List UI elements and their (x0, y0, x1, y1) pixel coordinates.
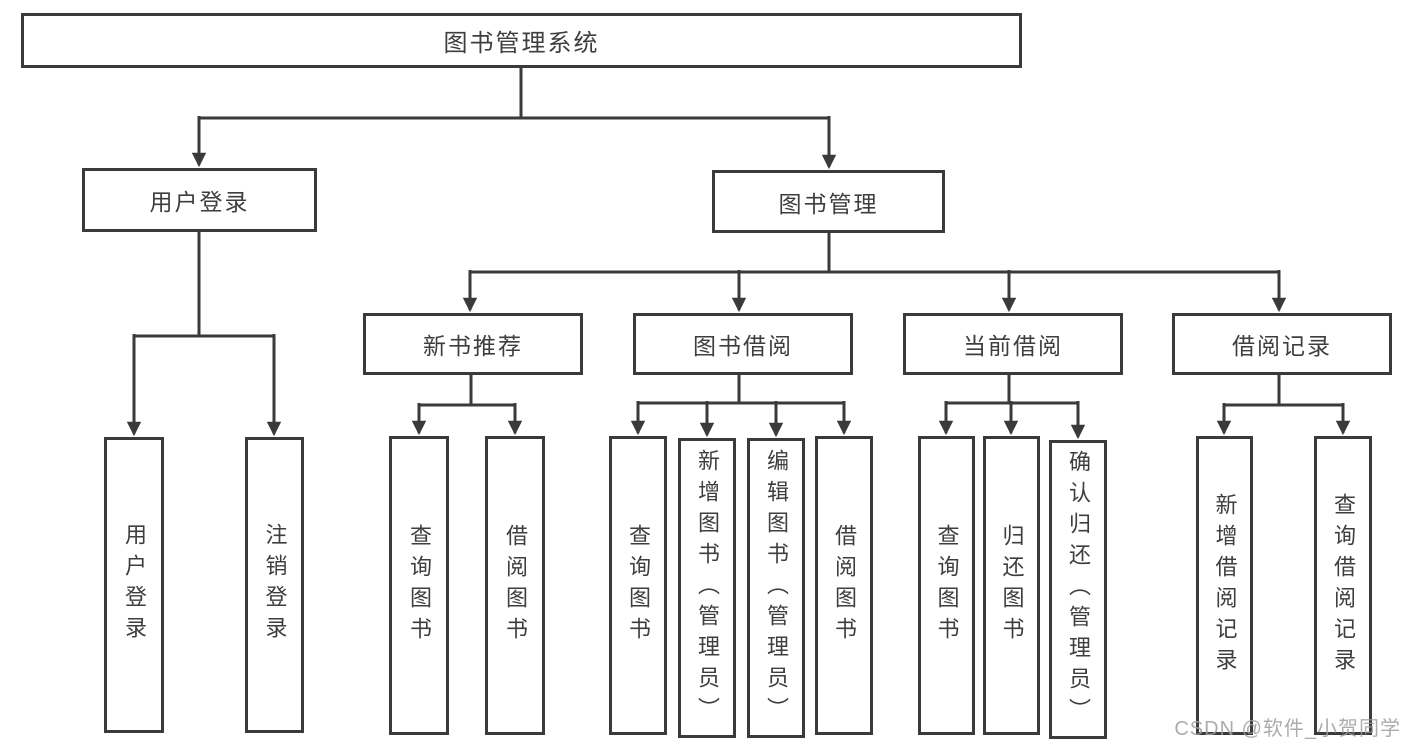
leaf-logout: 注销登录 (245, 437, 304, 733)
leaf-newrec-borrow-books: 借阅图书 (485, 436, 545, 735)
node-borrowing-records: 借阅记录 (1172, 313, 1392, 375)
connector-new-book-recommendation (411, 375, 523, 436)
connector-root (191, 68, 837, 170)
leaf-borrow-query-books: 查询图书 (609, 436, 667, 735)
leaf-records-add-record: 新增借阅记录 (1196, 436, 1253, 735)
node-user-login: 用户登录 (82, 168, 317, 232)
node-book-management: 图书管理 (712, 170, 945, 233)
leaf-current-return-books: 归还图书 (983, 436, 1040, 735)
connector-current-borrowing (938, 375, 1086, 440)
connector-book-borrowing (630, 375, 852, 438)
connector-user-login (126, 232, 282, 437)
leaf-current-confirm-return-admin: 确认归还（管理员） (1049, 440, 1107, 739)
leaf-current-query-books: 查询图书 (918, 436, 975, 735)
leaf-borrow-add-book-admin: 新增图书（管理员） (678, 438, 736, 738)
leaf-user-login: 用户登录 (104, 437, 164, 733)
watermark: CSDN @软件_小贺同学 (1174, 718, 1401, 740)
node-book-borrowing: 图书借阅 (633, 313, 853, 375)
leaf-borrow-edit-book-admin: 编辑图书（管理员） (747, 438, 805, 738)
leaf-records-query-record: 查询借阅记录 (1314, 436, 1372, 735)
leaf-newrec-query-books: 查询图书 (389, 436, 449, 735)
leaf-borrow-borrow-books: 借阅图书 (815, 436, 873, 735)
node-new-book-recommendation: 新书推荐 (363, 313, 583, 375)
connector-book-management (462, 233, 1287, 313)
node-current-borrowing: 当前借阅 (903, 313, 1123, 375)
connector-borrowing-records (1216, 375, 1351, 436)
node-root: 图书管理系统 (21, 13, 1022, 68)
